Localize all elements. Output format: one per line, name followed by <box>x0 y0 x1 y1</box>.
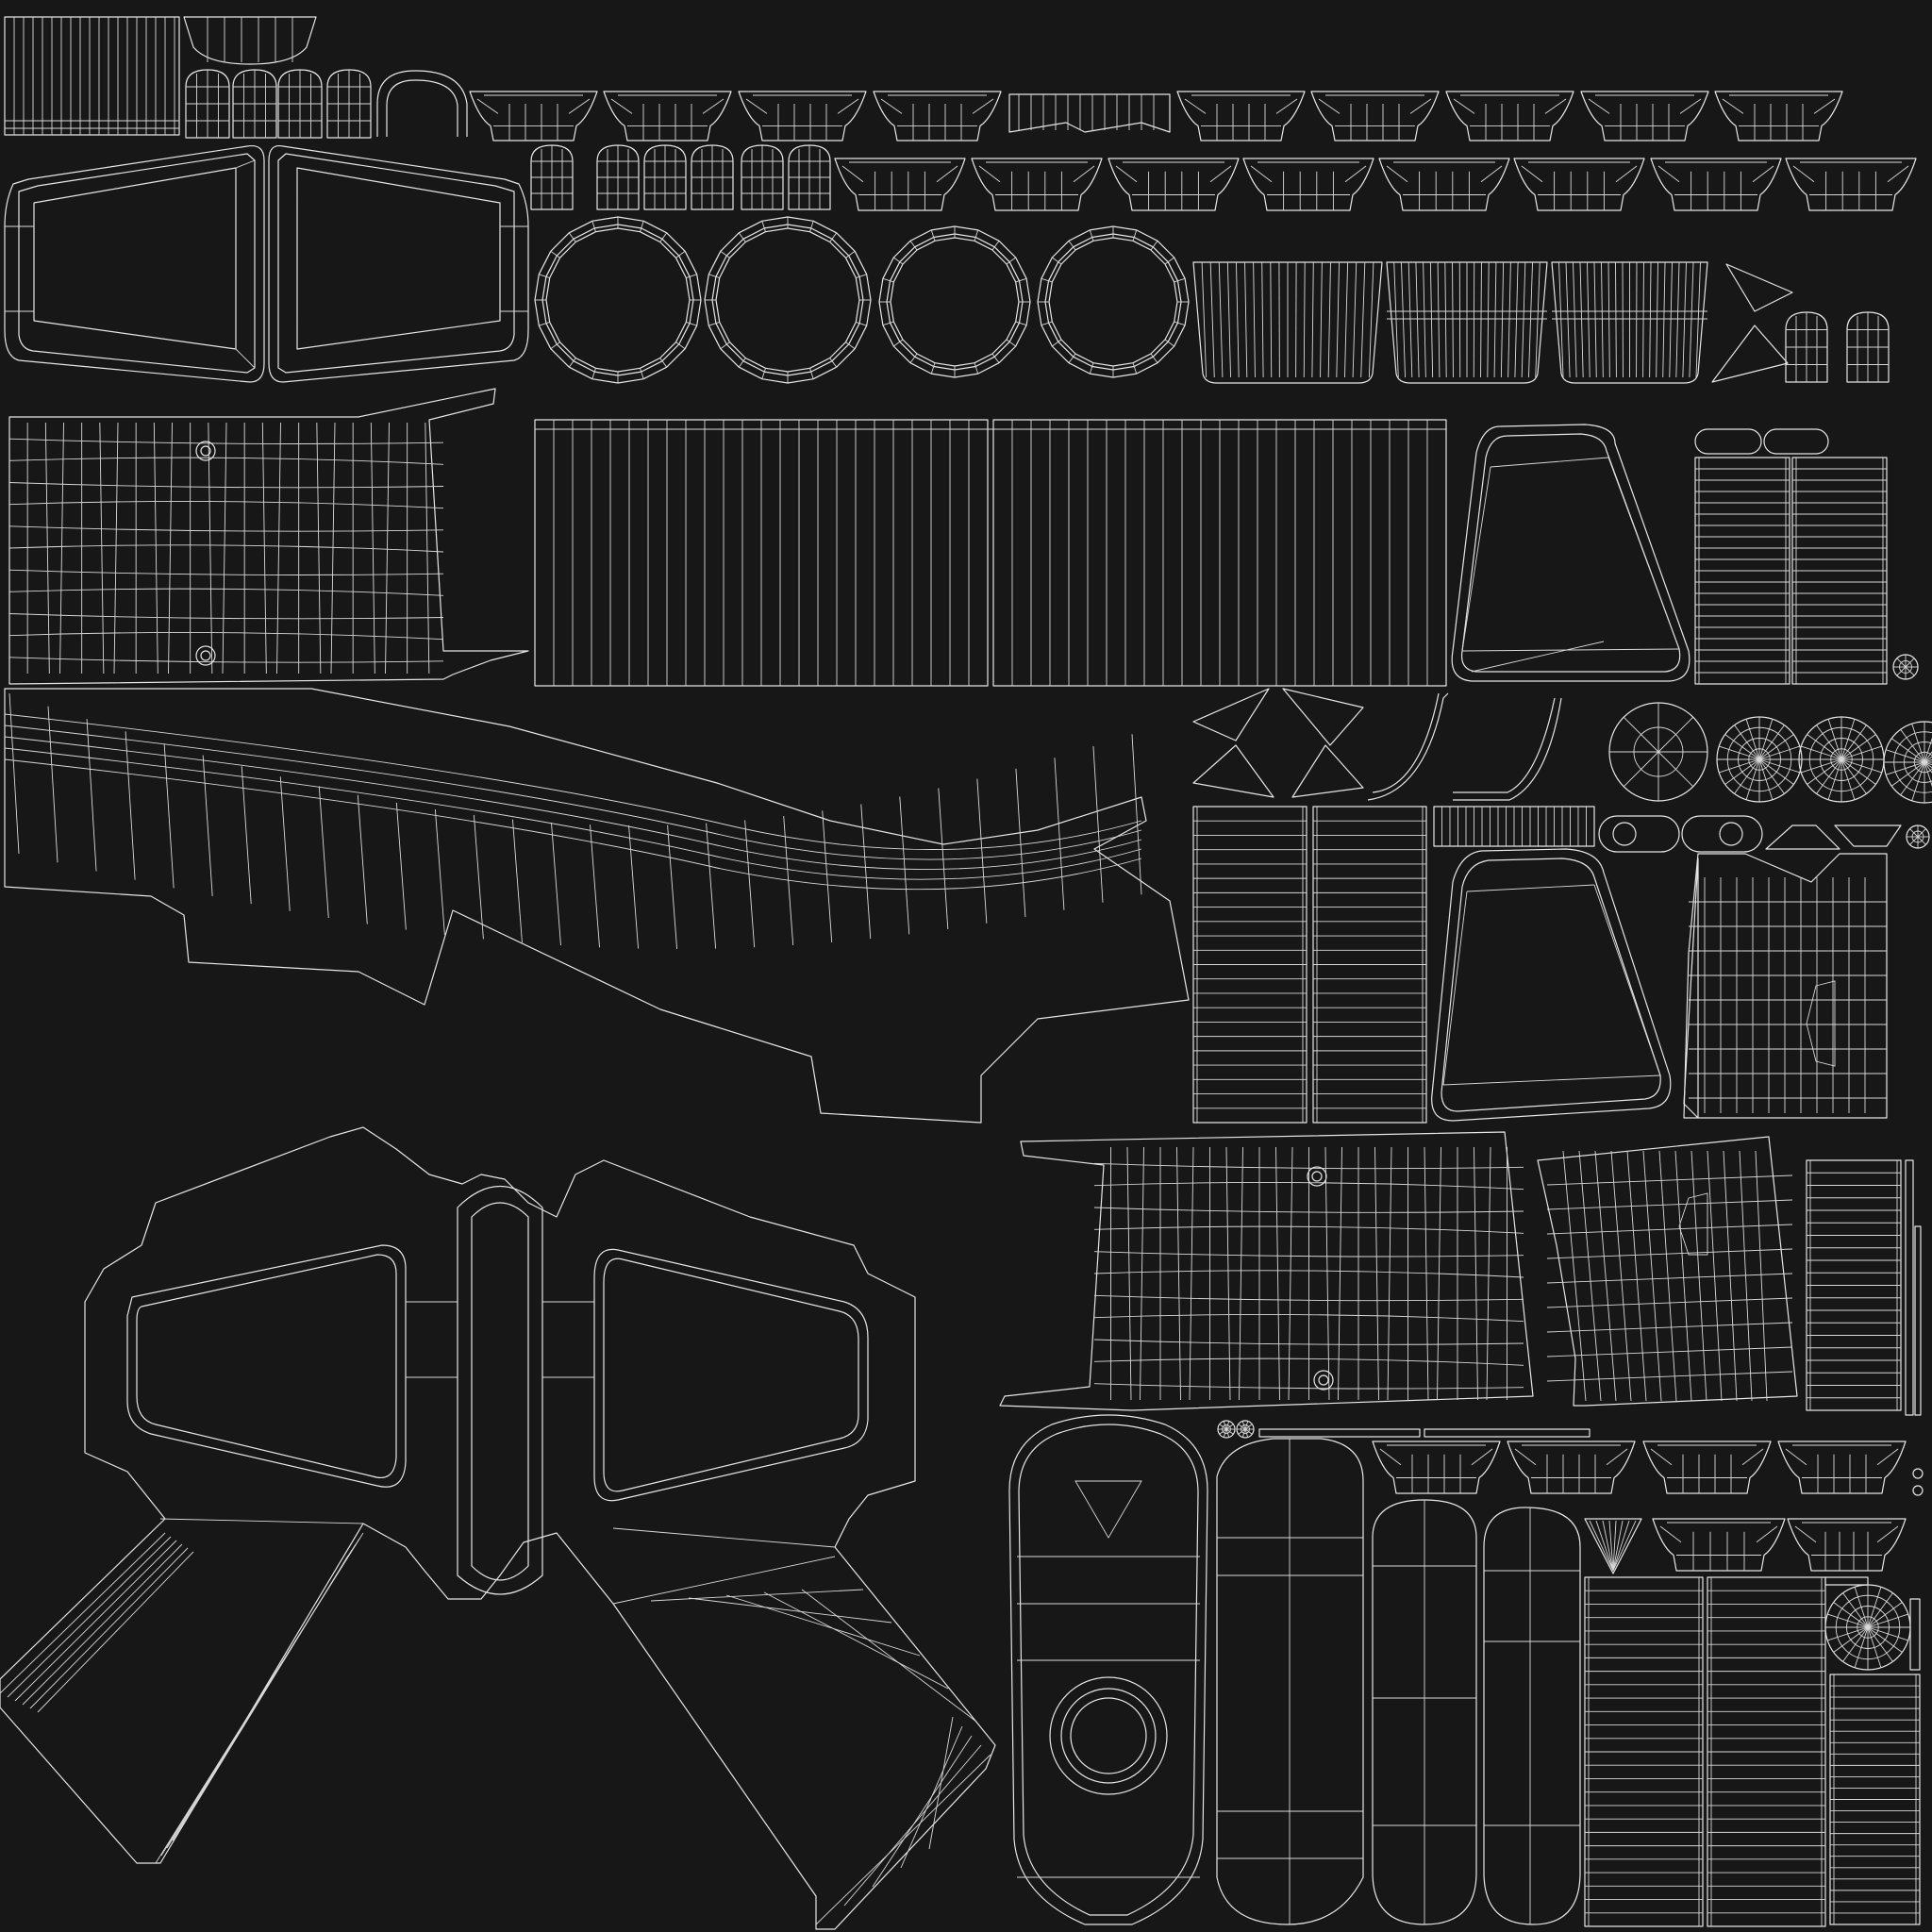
uv-island-top-strip-left <box>4 16 468 137</box>
uv-island-lens-right <box>268 144 529 383</box>
uv-island-grid-panel-top <box>8 388 529 685</box>
uv-island-goggle-frame <box>0 1126 996 1930</box>
uv-island-ladder-strips <box>1192 428 1921 1927</box>
uv-island-cup-row-2 <box>834 158 1917 211</box>
uv-island-long-strip <box>4 419 1447 1124</box>
uv-island-cup-row-1 <box>469 91 1843 142</box>
uv-island-lens-left <box>4 144 265 383</box>
uv-island-small-misc <box>1192 688 1924 1671</box>
uv-island-shell-lower <box>1431 848 1672 1122</box>
uv-island-grid-panel-lower <box>999 853 1888 1411</box>
uv-island-oval-pads <box>1008 1414 1581 1925</box>
uv-island-shell-upper <box>1451 424 1690 682</box>
uv-island-barrels-top <box>1192 261 1708 384</box>
uv-island-rings <box>534 216 1190 384</box>
uv-island-petals <box>185 69 1890 383</box>
uv-island-discs <box>1217 654 1932 1671</box>
